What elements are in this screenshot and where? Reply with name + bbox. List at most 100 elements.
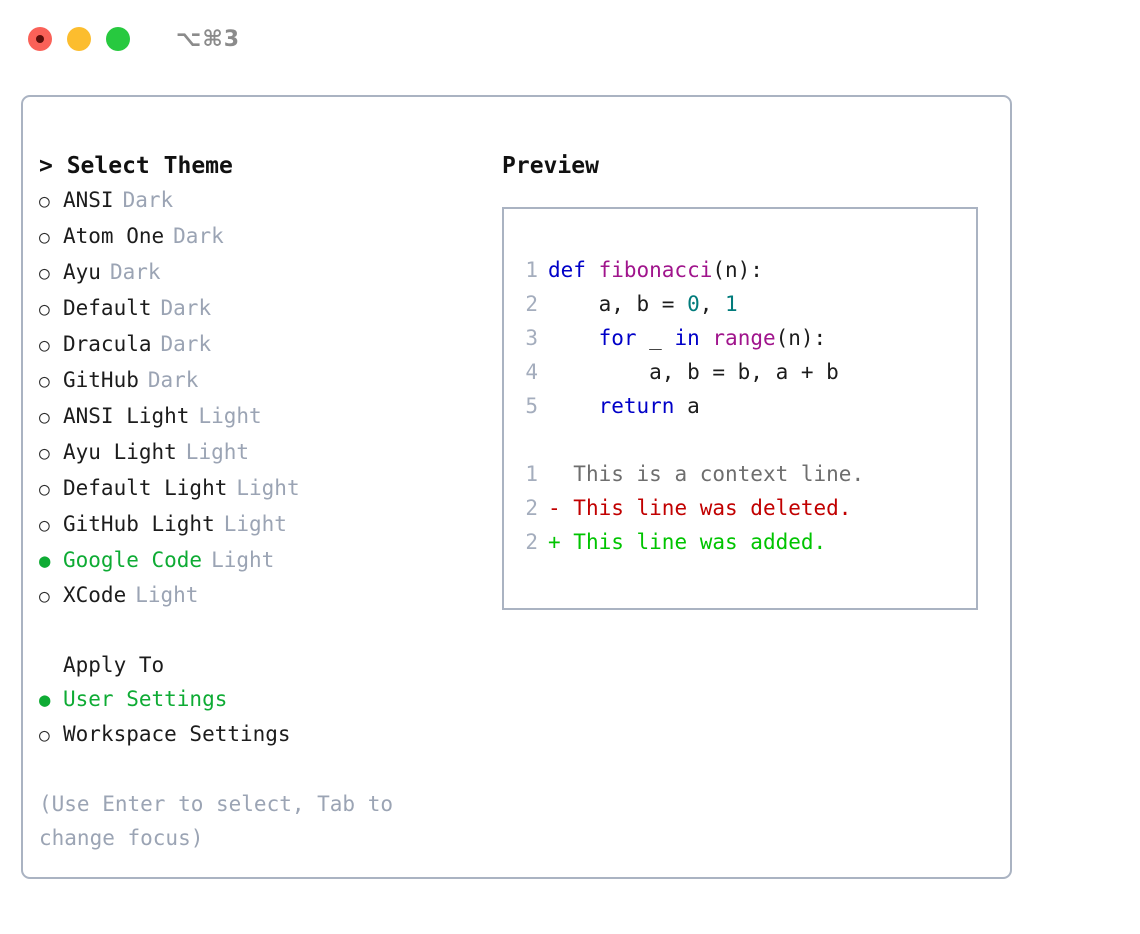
theme-variant-tag: Light [185, 440, 250, 464]
radio-unselected-icon: ○ [39, 227, 50, 248]
radio-selected-icon: ● [39, 689, 51, 711]
minimize-button[interactable] [67, 27, 91, 51]
theme-list-item[interactable]: ○ GitHub Dark [39, 363, 493, 399]
theme-variant-tag: Light [211, 548, 275, 572]
code-diff-spacer [504, 423, 976, 457]
radio-unselected-icon: ○ [39, 443, 50, 464]
select-theme-header: > Select Theme [39, 153, 233, 179]
apply-to-option[interactable]: ● User Settings [39, 682, 493, 717]
code-line: 4 a, b = b, a + b [504, 355, 976, 389]
code-token-pl: _ [636, 326, 675, 350]
theme-variant-tag: Dark [160, 332, 212, 356]
theme-variant-tag: Dark [109, 260, 161, 284]
maximize-button[interactable] [106, 27, 130, 51]
theme-variant-tag: Dark [173, 224, 224, 248]
theme-name: Google Code [63, 548, 203, 572]
code-token-kw: for [598, 326, 637, 350]
theme-name: GitHub [63, 368, 139, 392]
theme-variant-tag: Dark [160, 296, 212, 320]
line-number: 5 [525, 394, 538, 418]
code-line: 1 def fibonacci(n): [504, 253, 976, 287]
theme-variant-tag: Dark [147, 368, 199, 392]
apply-to-section: Apply To ●User Settings○Workspace Settin… [39, 648, 493, 753]
theme-list-item[interactable]: ○ XCode Light [39, 578, 493, 614]
theme-name: Ayu [63, 260, 101, 284]
code-token-kw: return [598, 394, 675, 418]
theme-name: ANSI Light [63, 404, 190, 428]
line-number: 2 [525, 530, 538, 554]
line-number: 1 [525, 462, 538, 486]
code-token-pl [700, 326, 713, 350]
radio-unselected-icon: ○ [39, 586, 50, 607]
line-number: 3 [525, 326, 538, 350]
code-line-content: return a [548, 389, 700, 423]
code-line: 2 a, b = 0, 1 [504, 287, 976, 321]
keyboard-hint-text: (Use Enter to select, Tab to change focu… [39, 792, 406, 850]
title-bar: ⌥⌘3 [0, 0, 1140, 78]
theme-variant-tag: Light [135, 583, 199, 607]
theme-list-item[interactable]: ○ ANSI Dark [39, 183, 493, 219]
code-line-content: def fibonacci(n): [548, 253, 763, 287]
apply-to-list[interactable]: ● User Settings ○Workspace Settings [39, 682, 493, 753]
line-number: 1 [525, 258, 538, 282]
diff-marker: - [548, 496, 574, 520]
radio-unselected-icon: ○ [39, 515, 50, 536]
theme-name: GitHub Light [63, 512, 215, 536]
radio-unselected-icon: ○ [39, 263, 50, 284]
theme-name: Default [63, 296, 152, 320]
theme-name: ANSI [63, 188, 114, 212]
apply-to-label: User Settings [63, 687, 228, 711]
theme-list-item[interactable]: ○ ANSI Light Light [39, 399, 493, 435]
theme-name: Dracula [63, 332, 152, 356]
theme-list-item[interactable]: ○ Ayu Dark [39, 255, 493, 291]
code-token-pl: a, b = b, a + b [548, 360, 839, 384]
code-token-num: 0 [687, 292, 700, 316]
close-button[interactable] [28, 27, 52, 51]
theme-name: Atom One [63, 224, 165, 248]
diff-line-content: This line was deleted. [573, 496, 852, 520]
theme-name: XCode [63, 583, 127, 607]
radio-selected-icon: ● [39, 550, 51, 572]
line-number: 2 [525, 292, 538, 316]
line-number: 4 [525, 360, 538, 384]
code-token-pl: (n): [712, 258, 763, 282]
code-token-num: 1 [725, 292, 738, 316]
radio-unselected-icon: ○ [39, 725, 50, 746]
code-token-pl: , [699, 292, 726, 316]
diff-line: 1 This is a context line. [504, 457, 976, 491]
theme-list-item[interactable]: ○ Atom One Dark [39, 219, 493, 255]
radio-unselected-icon: ○ [39, 371, 50, 392]
keyboard-shortcut-label: ⌥⌘3 [176, 26, 241, 52]
code-token-fn: range [712, 326, 776, 350]
code-token-pl [548, 326, 599, 350]
code-token-kw: def [548, 258, 599, 282]
theme-list-item[interactable]: ● Google Code Light [39, 543, 493, 578]
theme-variant-tag: Light [198, 404, 262, 428]
code-token-pl: a [674, 394, 700, 418]
diff-marker: + [548, 530, 574, 554]
diff-line-content: This is a context line. [573, 462, 865, 486]
code-token-pl [548, 394, 599, 418]
code-line-content: a, b = 0, 1 [548, 287, 738, 321]
theme-variant-tag: Dark [122, 188, 174, 212]
code-line-content: for _ in range(n): [548, 321, 827, 355]
radio-unselected-icon: ○ [39, 191, 50, 212]
code-token-fn: fibonacci [598, 258, 713, 282]
diff-line-content: This line was added. [573, 530, 827, 554]
radio-unselected-icon: ○ [39, 407, 50, 428]
apply-to-option[interactable]: ○Workspace Settings [39, 717, 493, 753]
code-token-kw: in [674, 326, 700, 350]
radio-unselected-icon: ○ [39, 479, 50, 500]
code-line: 5 return a [504, 389, 976, 423]
